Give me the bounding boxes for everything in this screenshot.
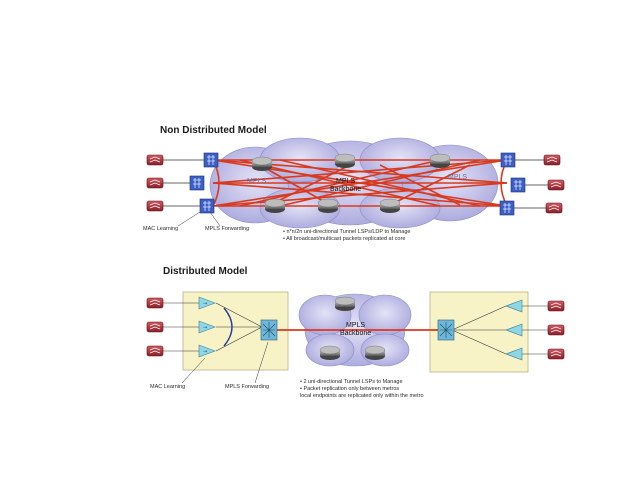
bottom-bullets: • 2 uni-directional Tunnel LSPs to Manag… <box>300 379 424 400</box>
top-bullet: • All broadcast/multicast packets replic… <box>283 236 406 242</box>
top-cpe-links <box>163 159 550 209</box>
left-mpls-switch <box>260 319 278 341</box>
bottom-mpls-forwarding-label: MPLS Forwarding <box>225 384 270 390</box>
top-bullets: • n*n/2n uni-directional Tunnel LSPs/LDP… <box>283 229 411 243</box>
bottom-section-title: Distributed Model <box>163 266 248 277</box>
bottom-label-pointers <box>181 341 269 384</box>
bottom-diagram <box>146 291 565 384</box>
top-cloud-label: MPLS Backbone <box>330 178 362 193</box>
top-mpls-forwarding-label: MPLS Forwarding <box>205 226 250 232</box>
top-section-title: Non Distributed Model <box>160 125 267 136</box>
right-metro-links <box>451 305 548 355</box>
right-mpls-switch <box>437 319 455 341</box>
left-cpe-routers <box>146 297 164 357</box>
bottom-mac-learning-label: MAC Learning <box>150 384 186 390</box>
top-left-cloud-label: MPLS <box>247 178 267 185</box>
bottom-bullet: • Packet replication only between metros <box>300 386 400 392</box>
bottom-bullet: local endpoints are replicated only with… <box>300 393 424 399</box>
top-right-cloud-label: MPLS <box>448 174 468 181</box>
left-metro-curve <box>223 307 233 347</box>
bottom-cloud-label: MPLS Backbone <box>340 322 372 337</box>
top-diagram <box>146 137 565 229</box>
top-label-pointers <box>177 211 221 227</box>
top-mac-learning-label: MAC Learning <box>143 226 179 232</box>
right-cpe-routers <box>547 300 565 360</box>
bottom-bullet: • 2 uni-directional Tunnel LSPs to Manag… <box>300 379 403 385</box>
left-metro-links <box>163 302 263 352</box>
top-bullet: • n*n/2n uni-directional Tunnel LSPs/LDP… <box>283 229 411 235</box>
